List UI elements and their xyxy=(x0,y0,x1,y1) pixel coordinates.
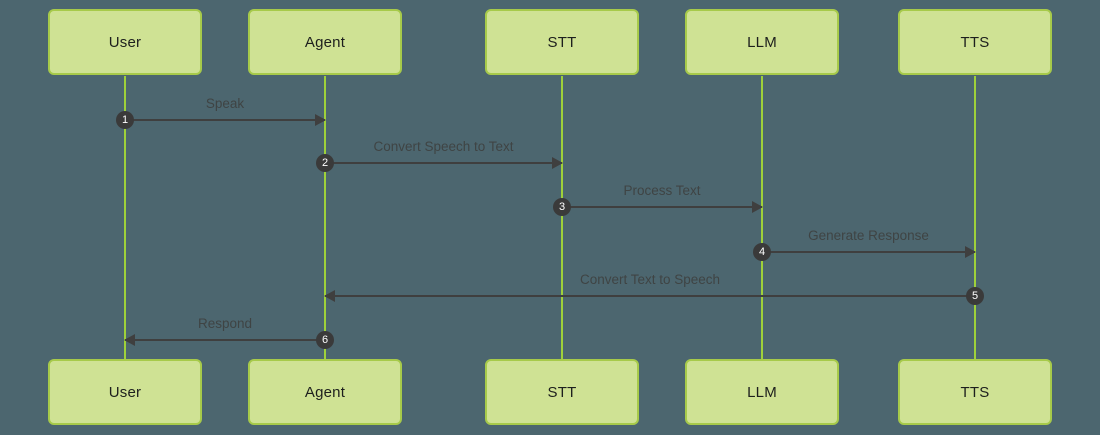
message-label-3: Process Text xyxy=(623,183,701,198)
lifeline-llm xyxy=(761,76,763,361)
message-5[interactable]: 5 Convert Text to Speech xyxy=(324,272,984,305)
lifeline-tts xyxy=(974,76,976,361)
message-label-1: Speak xyxy=(205,96,245,111)
message-2[interactable]: 2 Convert Speech to Text xyxy=(316,139,563,172)
participant-label: STT xyxy=(547,383,577,401)
participant-box-top-stt[interactable]: STT xyxy=(485,9,639,75)
participant-box-top-llm[interactable]: LLM xyxy=(685,9,839,75)
arrowhead-right-icon xyxy=(965,246,976,258)
message-label-4: Generate Response xyxy=(808,228,929,243)
message-label-2: Convert Speech to Text xyxy=(373,139,514,154)
message-3[interactable]: 3 Process Text xyxy=(553,183,763,216)
participant-label: User xyxy=(108,33,142,51)
arrowhead-left-icon xyxy=(324,290,335,302)
participant-label: Agent xyxy=(304,33,346,51)
arrowhead-right-icon xyxy=(752,201,763,213)
participant-box-top-user[interactable]: User xyxy=(48,9,202,75)
sequence-badge-1: 1 xyxy=(116,111,134,129)
arrowhead-right-icon xyxy=(315,114,326,126)
message-1[interactable]: 1 Speak xyxy=(116,96,326,129)
sequence-badge-3: 3 xyxy=(553,198,571,216)
participant-box-top-agent[interactable]: Agent xyxy=(248,9,402,75)
participant-label: Agent xyxy=(304,383,346,401)
participant-box-bottom-tts[interactable]: TTS xyxy=(898,359,1052,425)
lifeline-stt xyxy=(561,76,563,361)
participant-box-bottom-stt[interactable]: STT xyxy=(485,359,639,425)
participant-box-bottom-llm[interactable]: LLM xyxy=(685,359,839,425)
participant-label: TTS xyxy=(960,383,990,401)
sequence-badge-2: 2 xyxy=(316,154,334,172)
sequence-badge-5: 5 xyxy=(966,287,984,305)
lifeline-agent xyxy=(324,76,326,361)
participant-label: LLM xyxy=(747,383,777,401)
participant-box-top-tts[interactable]: TTS xyxy=(898,9,1052,75)
participant-label: STT xyxy=(547,33,577,51)
participant-label: User xyxy=(108,383,142,401)
sequence-badge-6: 6 xyxy=(316,331,334,349)
participant-label: LLM xyxy=(747,33,777,51)
message-label-6: Respond xyxy=(197,316,253,331)
participant-box-bottom-agent[interactable]: Agent xyxy=(248,359,402,425)
lifeline-user xyxy=(124,76,126,361)
arrowhead-right-icon xyxy=(552,157,563,169)
participant-label: TTS xyxy=(960,33,990,51)
arrowhead-left-icon xyxy=(124,334,135,346)
participant-box-bottom-user[interactable]: User xyxy=(48,359,202,425)
message-6[interactable]: 6 Respond xyxy=(124,316,334,349)
message-4[interactable]: 4 Generate Response xyxy=(753,228,976,261)
message-label-5: Convert Text to Speech xyxy=(579,272,721,287)
sequence-badge-4: 4 xyxy=(753,243,771,261)
